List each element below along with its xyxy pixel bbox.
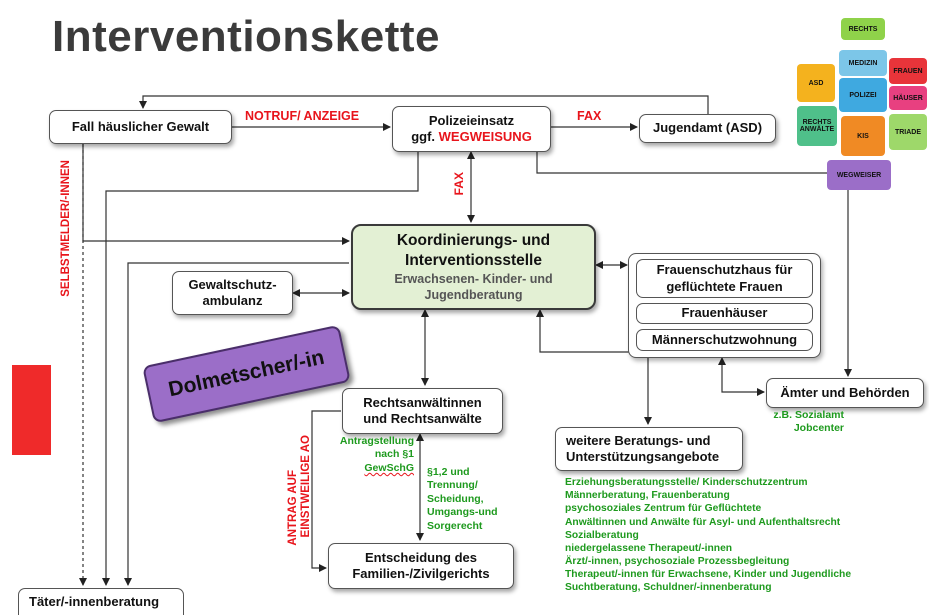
box-frauenschutzhaus: Frauenschutzhaus für geflüchtete Frauen: [636, 259, 813, 298]
box-maennerschutzwohnung: Männerschutzwohnung: [636, 329, 813, 351]
line-jugendamt-fall: [139, 95, 709, 119]
note-paragraph: §1,2 und Trennung/ Scheidung, Umgangs-un…: [427, 466, 498, 532]
page-title: Interventionskette: [52, 12, 440, 61]
note-weitere-angebote: Erziehungsberatungsstelle/ Kinderschutzz…: [565, 477, 852, 594]
label-fax-vertical: FAX: [452, 172, 466, 196]
label-fax-top: FAX: [577, 109, 602, 123]
puzzle-piece-polizei: POLIZEI: [839, 78, 887, 112]
puzzle-piece-rechtsanwaelte: RECHTS ANWÄLTE: [797, 106, 837, 146]
side-accent-bar: [12, 365, 51, 455]
box-weitere-angebote: weitere Beratungs- und Unterstützungsang…: [555, 427, 743, 471]
label-notruf-anzeige: NOTRUF/ ANZEIGE: [245, 109, 360, 123]
box-rechtsanwaelte: Rechtsanwältinnen und Rechtsanwälte: [342, 388, 503, 434]
note-antragstellung: Antragstellung nach §1 GewSchG: [339, 435, 414, 474]
label-selbstmelder: SELBSTMELDER/-INNEN: [60, 160, 72, 297]
puzzle-piece-rechts: RECHTS: [841, 18, 885, 40]
puzzle-piece-asd: ASD: [797, 64, 835, 102]
puzzle-piece-triade: TRIADE: [889, 114, 927, 150]
box-jugendamt: Jugendamt (ASD): [639, 114, 776, 143]
line-polizei-aemter: [536, 152, 852, 377]
puzzle-piece-haeuser: HÄUSER: [889, 86, 927, 110]
box-taeterberatung: Täter/-innenberatung: [18, 588, 184, 615]
label-antrag-line1: ANTRAG AUF: [287, 470, 299, 546]
box-gewaltschutzambulanz: Gewaltschutz- ambulanz: [172, 271, 293, 315]
line-antrag-gericht: [311, 410, 341, 572]
line-polizei-taeter: [102, 152, 419, 586]
box-aemter: Ämter und Behörden: [766, 378, 924, 408]
puzzle-piece-wegweiser: WEGWEISER: [827, 160, 891, 190]
puzzle-piece-kis: KIS: [841, 116, 885, 156]
puzzle-piece-frauen: FRAUEN: [889, 58, 927, 84]
line-schutz-aemter: [718, 357, 765, 396]
line-center-weitere: [536, 309, 652, 425]
line-fall-center: [82, 144, 350, 245]
box-entscheidung-gericht: Entscheidung des Familien-/Zivilgerichts: [328, 543, 514, 589]
label-antrag-line2: EINSTWEILIGE AO: [300, 435, 312, 538]
note-aemter: z.B. Sozialamt Jobcenter: [773, 409, 844, 435]
box-fall: Fall häuslicher Gewalt: [49, 110, 232, 144]
box-koordinierungsstelle: Koordinierungs- und Interventionsstelle …: [351, 224, 596, 310]
puzzle-graphic: RECHTS MEDIZIN ASD POLIZEI FRAUEN HÄUSER…: [793, 10, 929, 196]
box-frauenhaeuser: Frauenhäuser: [636, 303, 813, 324]
box-polizei: Polizeieinsatz ggf. WEGWEISUNG: [392, 106, 551, 152]
puzzle-piece-medizin: MEDIZIN: [839, 50, 887, 76]
line-center-taeter: [124, 262, 349, 586]
